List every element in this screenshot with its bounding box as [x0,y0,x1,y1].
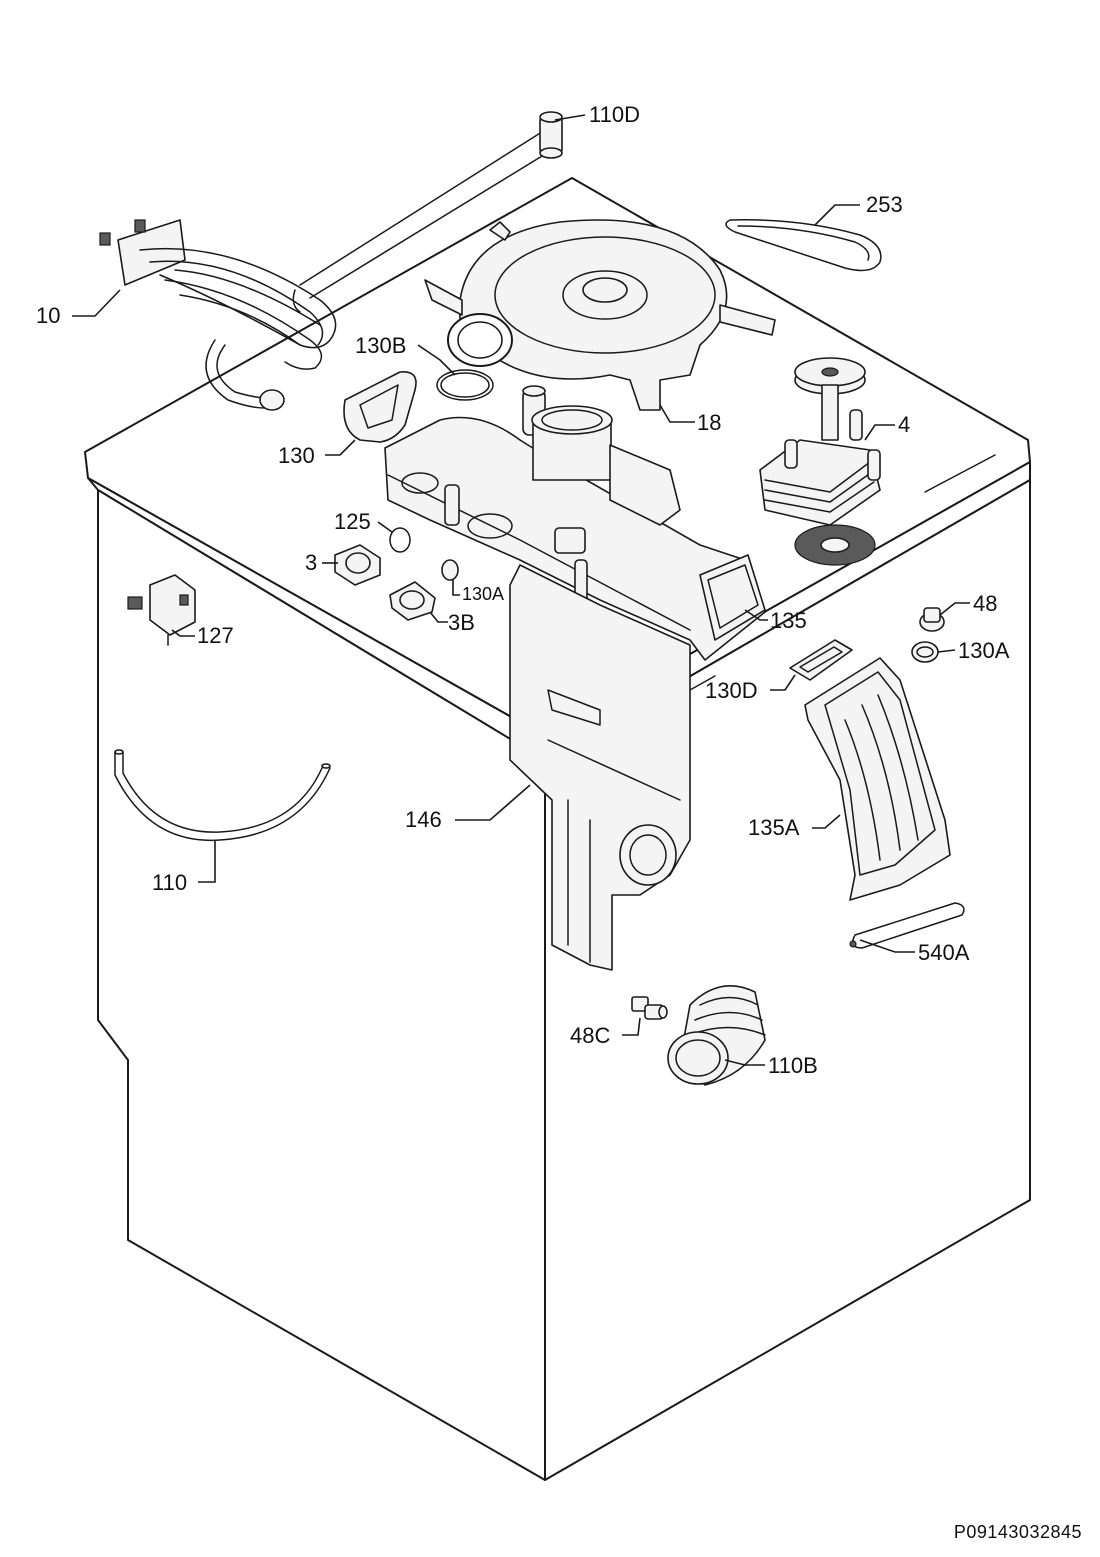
leader-10 [72,289,121,317]
part-146-lower-duct [509,564,691,971]
leader-146 [455,784,531,821]
part-540A-seal [849,902,965,949]
leader-127 [171,629,195,637]
label-130: 130 [278,443,315,468]
leader-4 [864,424,895,441]
label-3: 3 [305,550,317,575]
label-110D: 110D [589,102,640,127]
part-127-connector [127,574,196,646]
part-135A-filter-duct [804,657,951,901]
label-110: 110 [152,870,187,895]
cabinet [84,177,1031,1481]
part-135-duct [384,416,766,661]
leader-3B [429,611,448,623]
leader-130A-b [937,649,956,653]
label-3B: 3B [448,610,475,635]
part-130A-seal-small [441,559,459,581]
part-48C-plug [631,996,668,1020]
leader-130 [325,439,356,456]
part-253-belt [725,219,882,272]
part-110D-tube [292,111,563,313]
leader-125 [377,521,393,533]
part-130-gasket [343,371,417,443]
leader-18 [659,404,695,423]
label-130A-large: 130A [958,638,1010,663]
label-130D: 130D [705,678,758,703]
label-10: 10 [36,303,60,328]
leader-253 [814,204,860,226]
part-3B-thermostat [389,581,436,621]
part-3-thermostat [334,544,381,586]
label-146: 146 [405,807,442,832]
part-110B-bellows [667,985,766,1086]
part-10-heating-element [99,219,337,370]
part-125-o-ring [389,527,411,553]
part-130B-ring [436,369,494,401]
label-540A: 540A [918,940,970,965]
leader-135A [812,814,841,829]
part-labels: 110D 253 10 130B 18 4 130 125 3 3B 130A … [36,102,1010,1078]
leader-110 [198,840,216,883]
part-hose-bend [205,339,285,411]
part-130A-seal-large [911,641,939,663]
top-edge-mark [689,675,716,691]
label-127: 127 [197,623,234,648]
leader-130A-a [452,580,460,596]
label-253: 253 [866,192,903,217]
label-18: 18 [697,410,721,435]
label-135A: 135A [748,815,800,840]
leader-lines [72,114,970,1066]
leader-540A [859,939,915,953]
label-125: 125 [334,509,371,534]
part-4-motor [759,357,881,566]
label-48: 48 [973,591,997,616]
top-edge-mark [924,454,996,493]
leader-130D [770,674,796,691]
leader-110D [554,114,586,121]
leader-48C [622,1017,641,1036]
label-110B: 110B [768,1053,818,1078]
part-18-fan-housing [424,219,776,411]
label-48C: 48C [570,1023,610,1048]
leader-130B [417,344,456,376]
leader-48 [939,602,970,616]
label-135: 135 [770,608,807,633]
part-48-sensor [919,607,945,632]
label-4: 4 [898,412,910,437]
label-130B: 130B [355,333,406,358]
part-110-hose [114,749,331,842]
part-130D-gasket [789,639,853,681]
label-130A-small: 130A [462,584,504,604]
reference-code: P09143032845 [953,1522,1082,1542]
leader-110B [724,1059,765,1066]
leader-135 [744,609,768,621]
part-duct-fittings [522,385,681,526]
